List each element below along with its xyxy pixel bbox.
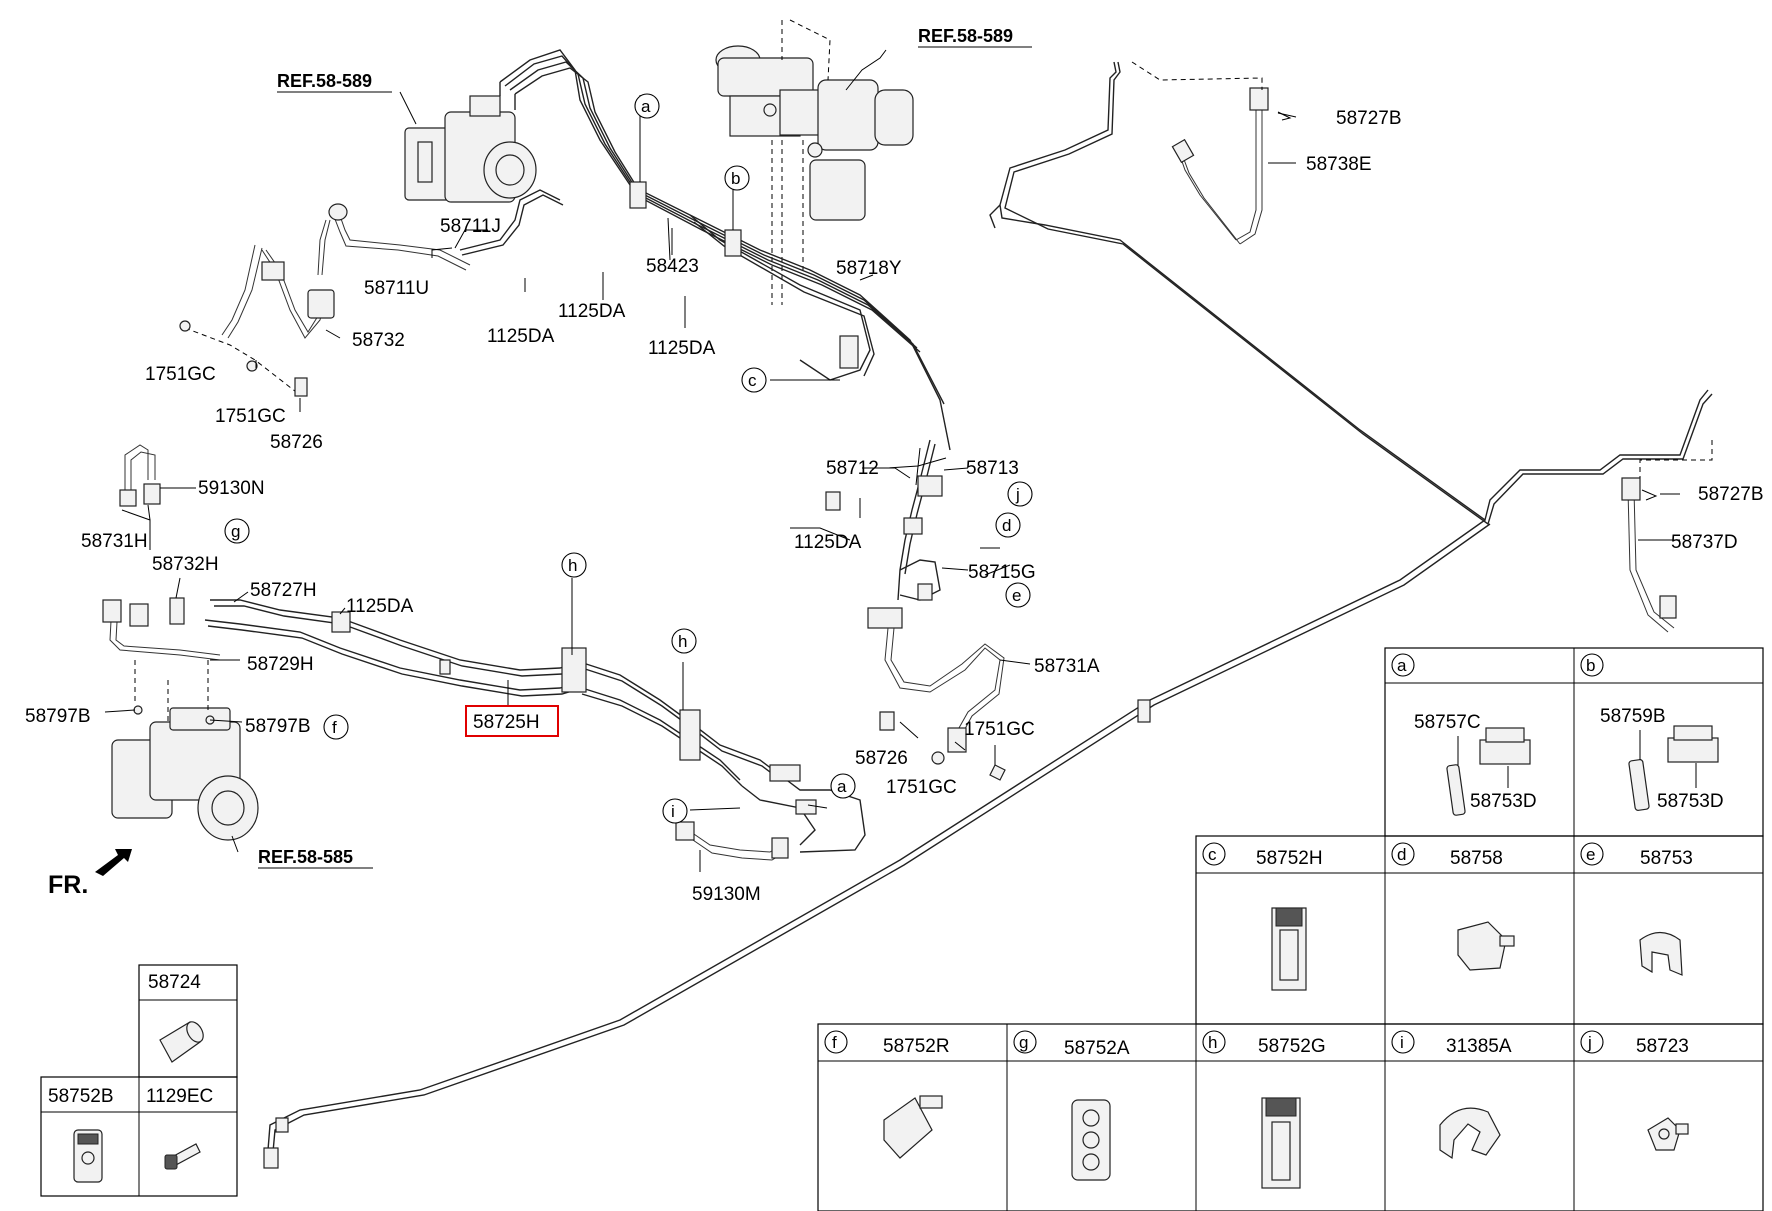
callout-58727B-top: 58727B [1336,108,1402,129]
callout-1751GC-a: 1751GC [145,364,216,385]
legend-part-58752H: 58752H [1256,848,1323,869]
callout-1125DA-d: 1125DA [794,532,862,553]
callout-58732H: 58732H [152,554,219,575]
rear-brake-tubes [263,61,1713,1169]
legend-part-58753D-b: 58753D [1657,791,1724,812]
circle-letter-a: a [641,97,651,116]
callout-1125DA-b: 1125DA [487,326,555,347]
callout-58711U: 58711U [364,278,429,299]
circle-letter-b: b [731,169,740,188]
legend-letter-a: a [1397,656,1407,675]
callout-58711J: 58711J [440,216,501,237]
legend-letter-e: e [1586,845,1595,864]
callout-58712: 58712 [826,458,879,479]
callout-1125DA-c: 1125DA [648,338,716,359]
circle-callouts: a b c j d e g f h h a i [224,93,1033,824]
front-arrow-icon [95,849,132,876]
table-part-1129EC: 1129EC [146,1086,213,1107]
callout-58797B-b: 58797B [245,716,311,737]
legend-letter-h: h [1208,1033,1217,1052]
callout-59130N: 59130N [198,478,265,499]
legend-part-58759B: 58759B [1600,706,1666,727]
legend-letter-j: j [1587,1033,1592,1052]
callout-58423: 58423 [646,256,699,277]
callout-58715G: 58715G [968,562,1036,583]
circle-letter-e: e [1012,586,1021,605]
callout-58732: 58732 [352,330,405,351]
ref-label-bottom-left: REF.58-585 [258,847,353,867]
leader-lines [104,49,1680,872]
circle-letter-c: c [748,371,757,390]
circle-letter-f: f [332,718,337,737]
legend-part-58752R: 58752R [883,1036,950,1057]
legend-letter-f: f [832,1033,837,1052]
legend-letter-d: d [1397,845,1406,864]
circle-letter-i: i [671,802,675,821]
legend-letter-c: c [1208,845,1217,864]
table-part-58724: 58724 [148,972,201,993]
front-right-lines [825,439,1006,781]
legend-part-31385A: 31385A [1446,1036,1512,1057]
highlight-box-58725H [465,705,559,737]
small-parts-table: 58724 58752B 1129EC [40,964,238,1197]
master-cylinder [715,19,914,305]
legend-part-58757C: 58757C [1414,712,1481,733]
callout-1751GC-d: 1751GC [886,777,957,798]
circle-letter-h: h [568,556,577,575]
callout-58725H: 58725H [473,712,540,733]
rear-hose-left [1131,61,1292,245]
callout-58713: 58713 [966,458,1019,479]
hydraulic-unit-top [404,95,537,203]
ref-label-top-center: REF.58-589 [918,26,1013,46]
circle-letter-j: j [1015,485,1020,504]
callout-1125DA-e: 1125DA [346,596,414,617]
callout-58718Y: 58718Y [836,258,902,279]
callout-labels: 58727B 58738E 58711J 58423 58718Y 58711U… [25,108,1764,905]
legend-letter-b: b [1586,656,1595,675]
callout-1125DA-a: 1125DA [558,301,626,322]
legend-letter-i: i [1400,1033,1404,1052]
callout-1751GC-b: 1751GC [215,406,286,427]
callout-58727H: 58727H [250,580,317,601]
callout-58737D: 58737D [1671,532,1738,553]
table-part-58752B: 58752B [48,1086,114,1107]
callout-59130M: 59130M [692,884,761,905]
front-tube-bundle [459,49,951,451]
rear-hose-right [1621,440,1713,633]
callout-58738E: 58738E [1306,154,1372,175]
legend-part-58723: 58723 [1636,1036,1689,1057]
legend-part-58753D-a: 58753D [1470,791,1537,812]
legend-part-58752G: 58752G [1258,1036,1326,1057]
circle-letter-g: g [231,522,240,541]
legend-letter-g: g [1019,1033,1028,1052]
callout-58731A: 58731A [1034,656,1100,677]
callout-1751GC-c: 1751GC [964,719,1035,740]
callout-58726-b: 58726 [855,748,908,769]
callout-58726-a: 58726 [270,432,323,453]
circle-letter-a: a [837,777,847,796]
callout-58731H: 58731H [81,531,148,552]
legend-part-58758: 58758 [1450,848,1503,869]
legend-part-58752A: 58752A [1064,1038,1130,1059]
legend-table: a 58757C 58753D b 58759B 58753D c 58752H… [817,647,1764,1211]
circle-letter-d: d [1002,516,1011,535]
front-left-hose [179,203,471,397]
callout-58729H: 58729H [247,654,314,675]
callout-58727B-right: 58727B [1698,484,1764,505]
circle-letter-h: h [678,632,687,651]
ref-label-top-left: REF.58-589 [277,71,372,91]
legend-part-58753: 58753 [1640,848,1693,869]
front-label: FR. [48,871,88,899]
callout-58797B-a: 58797B [25,706,91,727]
rear-abs-assembly [102,444,866,861]
